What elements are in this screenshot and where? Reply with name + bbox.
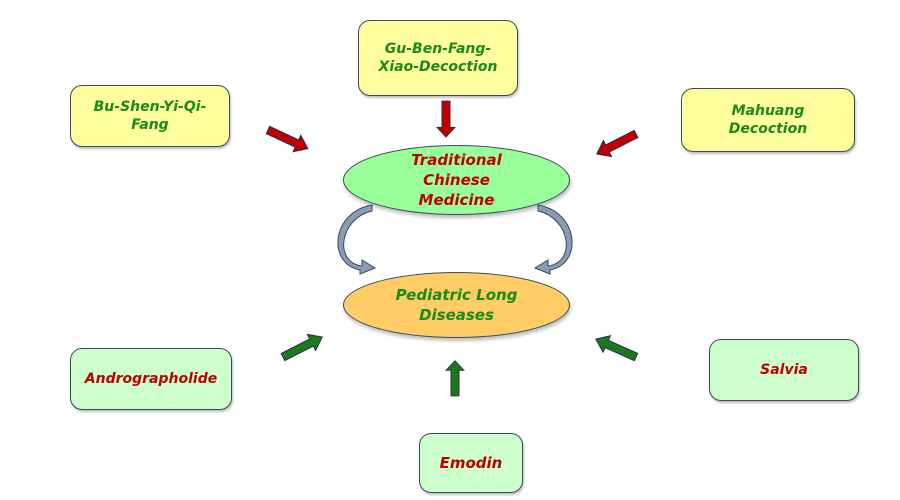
red-arrow-from-gu-ben-fang-xiao-decoction: [436, 100, 456, 138]
node-label-line: Medicine: [418, 191, 495, 209]
node-label: Emodin: [439, 454, 503, 472]
node-label-line: Diseases: [419, 306, 494, 324]
node-andrographolide: Andrographolide: [70, 348, 232, 410]
node-label-line: Mahuang: [731, 103, 805, 119]
node-label-line: Chinese: [423, 171, 490, 189]
green-arrow-from-andrographolide: [278, 328, 327, 366]
node-label-line: Fang: [131, 117, 169, 133]
node-pediatric-long-diseases: Pediatric Long Diseases: [343, 272, 570, 338]
node-label-line: Traditional: [411, 151, 502, 169]
node-emodin: Emodin: [419, 433, 523, 493]
node-label-line: Bu-Shen-Yi-Qi-: [93, 99, 207, 115]
node-traditional-chinese-medicine: Traditional Chinese Medicine: [343, 145, 570, 215]
node-label-line: Pediatric Long: [395, 286, 518, 304]
node-bu-shen-yi-qi-fang: Bu-Shen-Yi-Qi- Fang: [70, 85, 230, 147]
cycle-arrow-left: [337, 204, 377, 275]
red-arrow-from-bu-shen-yi-qi-fang: [263, 121, 313, 158]
node-salvia: Salvia: [709, 339, 859, 401]
node-label-line: Decoction: [728, 121, 808, 137]
node-label-line: Xiao-Decoction: [378, 59, 498, 75]
green-arrow-from-salvia: [591, 330, 641, 366]
node-mahuang-decoction: Mahuang Decoction: [681, 88, 855, 152]
node-gu-ben-fang-xiao-decoction: Gu-Ben-Fang- Xiao-Decoction: [358, 20, 518, 96]
node-label: Andrographolide: [84, 371, 218, 387]
node-label: Salvia: [760, 362, 808, 378]
red-arrow-from-mahuang-decoction: [592, 125, 641, 163]
cycle-arrow-right: [533, 204, 573, 275]
node-label-line: Gu-Ben-Fang-: [384, 41, 492, 57]
green-arrow-from-emodin: [445, 360, 465, 397]
